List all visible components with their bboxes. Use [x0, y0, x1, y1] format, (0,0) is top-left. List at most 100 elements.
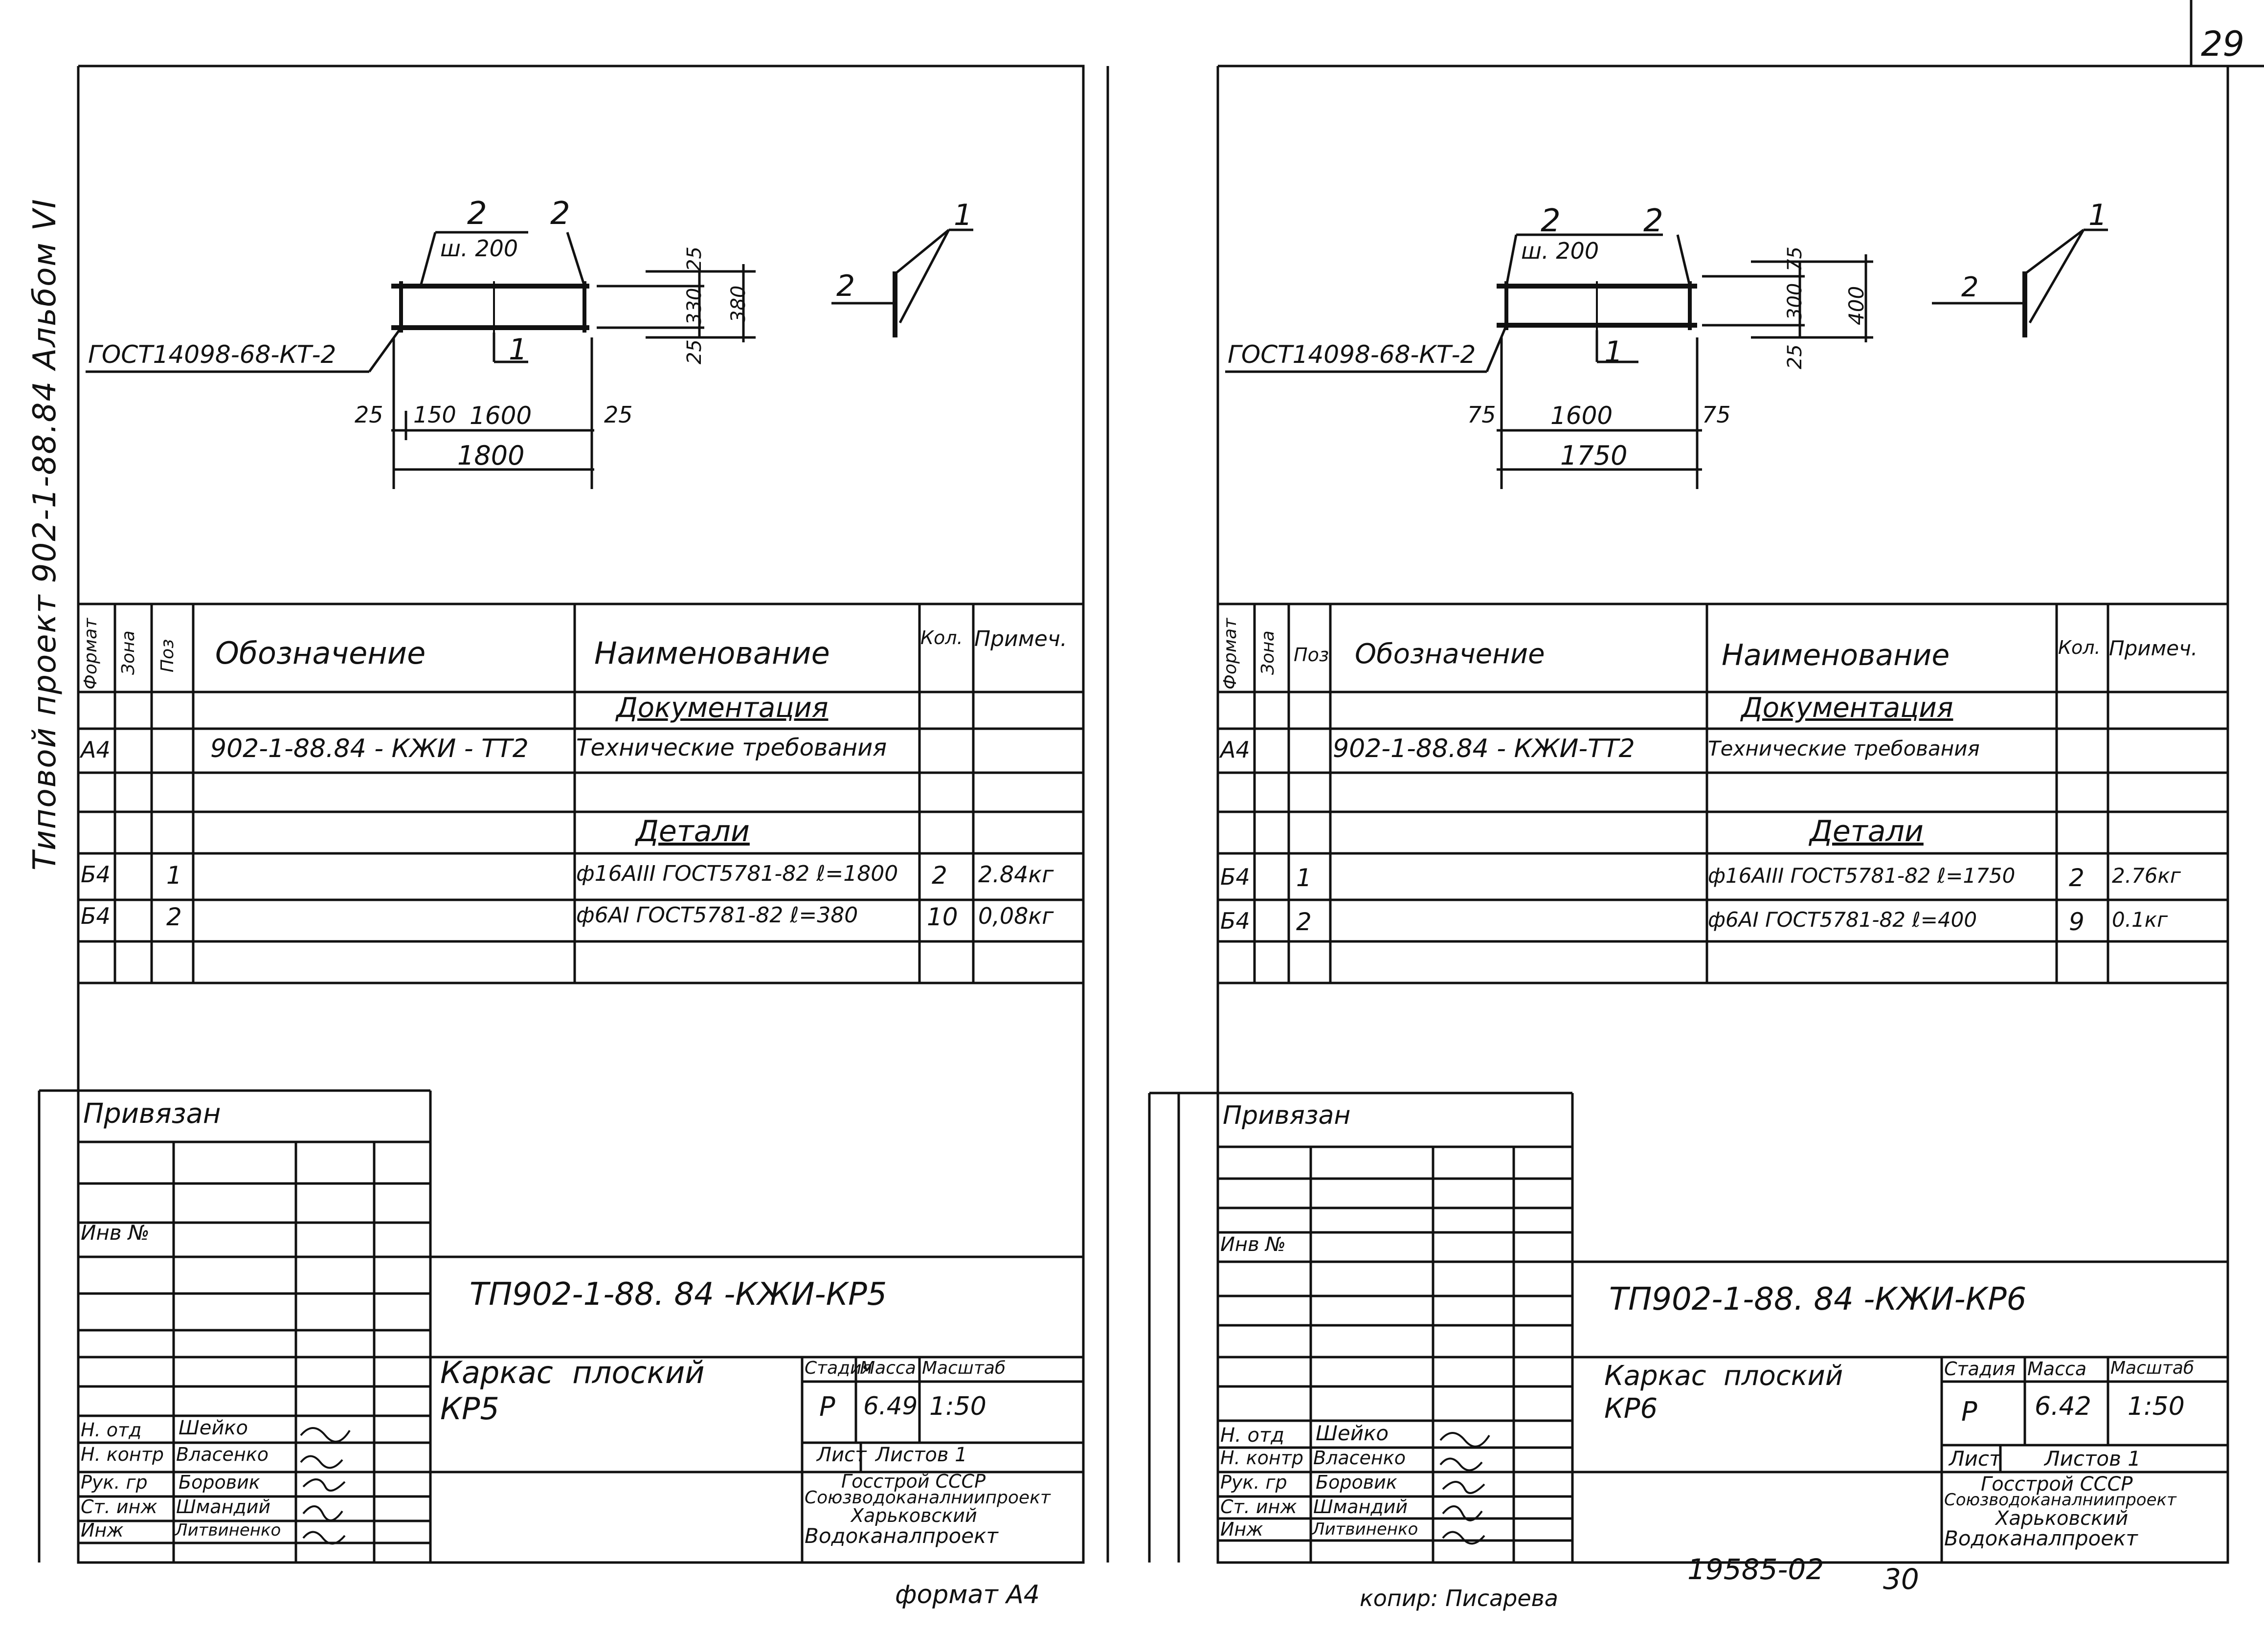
frame-drawing-kp5 [86, 228, 973, 489]
scale-header: Масштаб [2110, 1358, 2195, 1378]
dim-top-right: 2 [550, 196, 570, 232]
section-documentation: Документация [1741, 692, 1953, 724]
scale-value: 1:50 [2128, 1392, 2185, 1421]
dim-h-bot: 25 [1784, 344, 1806, 369]
table-row-name: ф6АI ГОСТ5781-82 ℓ=380 [576, 903, 858, 928]
doc-sheet: 30 [1883, 1563, 1919, 1596]
table-row-qty: 2 [932, 861, 947, 890]
role-label: Н. отд [1220, 1424, 1284, 1447]
sheet-header: Лист [1949, 1447, 2001, 1471]
org-line-3: Харьковский [1995, 1507, 2129, 1530]
sheets-header: Листов 1 [875, 1444, 967, 1466]
col-designation: Обозначение [1355, 638, 1545, 670]
mass-value: 6.49 [863, 1392, 918, 1420]
role-label: Ст. инж [81, 1496, 157, 1518]
section-documentation: Документация [616, 692, 829, 724]
col-zone: Зона [118, 630, 138, 675]
privyazan-label: Привязан [83, 1098, 221, 1130]
doc-code: ТП902-1-88. 84 -КЖИ-КР6 [1609, 1281, 2027, 1317]
table-row-format: Б4 [1220, 864, 1250, 890]
dim-left-off: 75 [1467, 402, 1496, 428]
table-row-qty: 2 [2069, 864, 2085, 892]
role-label: Инж [1220, 1518, 1263, 1540]
table-row-qty: 10 [927, 903, 958, 931]
role-label: Рук. гр [1220, 1472, 1287, 1493]
dim-pitch: ш. 200 [1521, 238, 1599, 264]
stage-value: Р [1961, 1396, 1977, 1427]
mass-header: Масса [860, 1358, 916, 1378]
table-row-note: 2.76кг [2112, 864, 2181, 888]
table-row-format: Б4 [81, 861, 111, 888]
person-name: Шмандий [176, 1496, 271, 1518]
table-row-name: ф16АIII ГОСТ5781-82 ℓ=1750 [1708, 864, 2016, 888]
table-row-name: ф16АIII ГОСТ5781-82 ℓ=1800 [576, 861, 898, 886]
privyazan-label: Привязан [1223, 1101, 1351, 1130]
pos-1-label: 1 [1604, 335, 1623, 369]
dim-overall: 1750 [1560, 440, 1628, 471]
scale-header: Масштаб [922, 1358, 1006, 1378]
org-line-4: Водоканалпроект [805, 1524, 998, 1548]
scale-value: 1:50 [929, 1392, 986, 1421]
format-note: формат А4 [895, 1580, 1040, 1609]
org-line-2: Союзводоканалниипроект [1944, 1490, 2176, 1510]
dim-left-off: 25 [355, 402, 383, 428]
person-name: Боровик [179, 1472, 260, 1493]
table-row-format: А4 [81, 737, 111, 763]
table-row-pos: 2 [166, 903, 182, 931]
table-row-name: ф6АI ГОСТ5781-82 ℓ=400 [1708, 908, 1977, 932]
table-row-name: Технические требования [1708, 737, 1980, 760]
col-note: Примеч. [2109, 636, 2198, 660]
pos-1-label: 1 [509, 333, 528, 367]
org-line-4: Водоканалпроект [1944, 1526, 2138, 1550]
dim-h-bot: 25 [683, 339, 706, 364]
item-name: Каркас плоский КР6 [1604, 1360, 1843, 1425]
dim-h-top: 25 [683, 246, 706, 271]
person-name: Власенко [1313, 1447, 1406, 1469]
dim-top-right: 2 [1643, 203, 1663, 239]
col-name: Наименование [1722, 638, 1950, 672]
side-label-1: 1 [954, 198, 973, 232]
frame-drawing-kp6 [1225, 228, 2108, 489]
role-label: Н. контр [1220, 1447, 1304, 1469]
page-number: 29 [2201, 24, 2245, 64]
dim-inner: 1600 [470, 402, 532, 430]
table-row-pos: 1 [166, 861, 182, 890]
dim-right-off: 75 [1702, 402, 1731, 428]
side-label-2: 2 [836, 269, 855, 303]
table-row-designation: 902-1-88.84 - КЖИ - ТТ2 [210, 734, 529, 763]
stage-header: Стадия [805, 1358, 873, 1378]
col-qty: Кол. [920, 627, 963, 648]
side-title: Типовой проект 902-1-88.84 Альбом VI [27, 198, 63, 871]
table-row-format: А4 [1220, 737, 1250, 763]
col-zone: Зона [1258, 630, 1278, 675]
col-qty: Кол. [2058, 637, 2101, 658]
mass-header: Масса [2027, 1358, 2087, 1380]
role-label: Н. отд [81, 1419, 142, 1441]
dim-right-off: 25 [604, 402, 633, 428]
dim-h-top: 75 [1784, 246, 1806, 271]
col-format: Формат [1220, 618, 1240, 690]
gost-label: ГОСТ14098-68-КТ-2 [1228, 340, 1476, 369]
side-label-1: 1 [2088, 198, 2107, 232]
dim-inner: 1600 [1550, 402, 1613, 430]
role-label: Инж [81, 1519, 124, 1541]
table-row-pos: 2 [1296, 908, 1312, 936]
dim-h-mid: 330 [683, 288, 706, 325]
org-line-1: Госстрой СССР [841, 1471, 986, 1492]
table-row-format: Б4 [81, 903, 111, 929]
section-parts: Детали [1810, 814, 1924, 848]
table-row-format: Б4 [1220, 908, 1250, 934]
dim-h-total: 380 [727, 285, 750, 323]
dim-top-left: 2 [467, 196, 487, 232]
dim-overall: 1800 [457, 440, 525, 471]
stage-value: Р [819, 1391, 835, 1422]
table-row-note: 0.1кг [2112, 908, 2168, 932]
inv-label: Инв № [81, 1221, 150, 1245]
col-designation: Обозначение [215, 635, 426, 671]
sheets-header: Листов 1 [2044, 1447, 2141, 1471]
table-row-note: 2.84кг [978, 861, 1054, 888]
person-name: Власенко [176, 1444, 269, 1465]
dim-pitch2: 150 [413, 402, 456, 428]
role-label: Н. контр [81, 1444, 164, 1465]
col-pos: Поз [1294, 644, 1329, 666]
